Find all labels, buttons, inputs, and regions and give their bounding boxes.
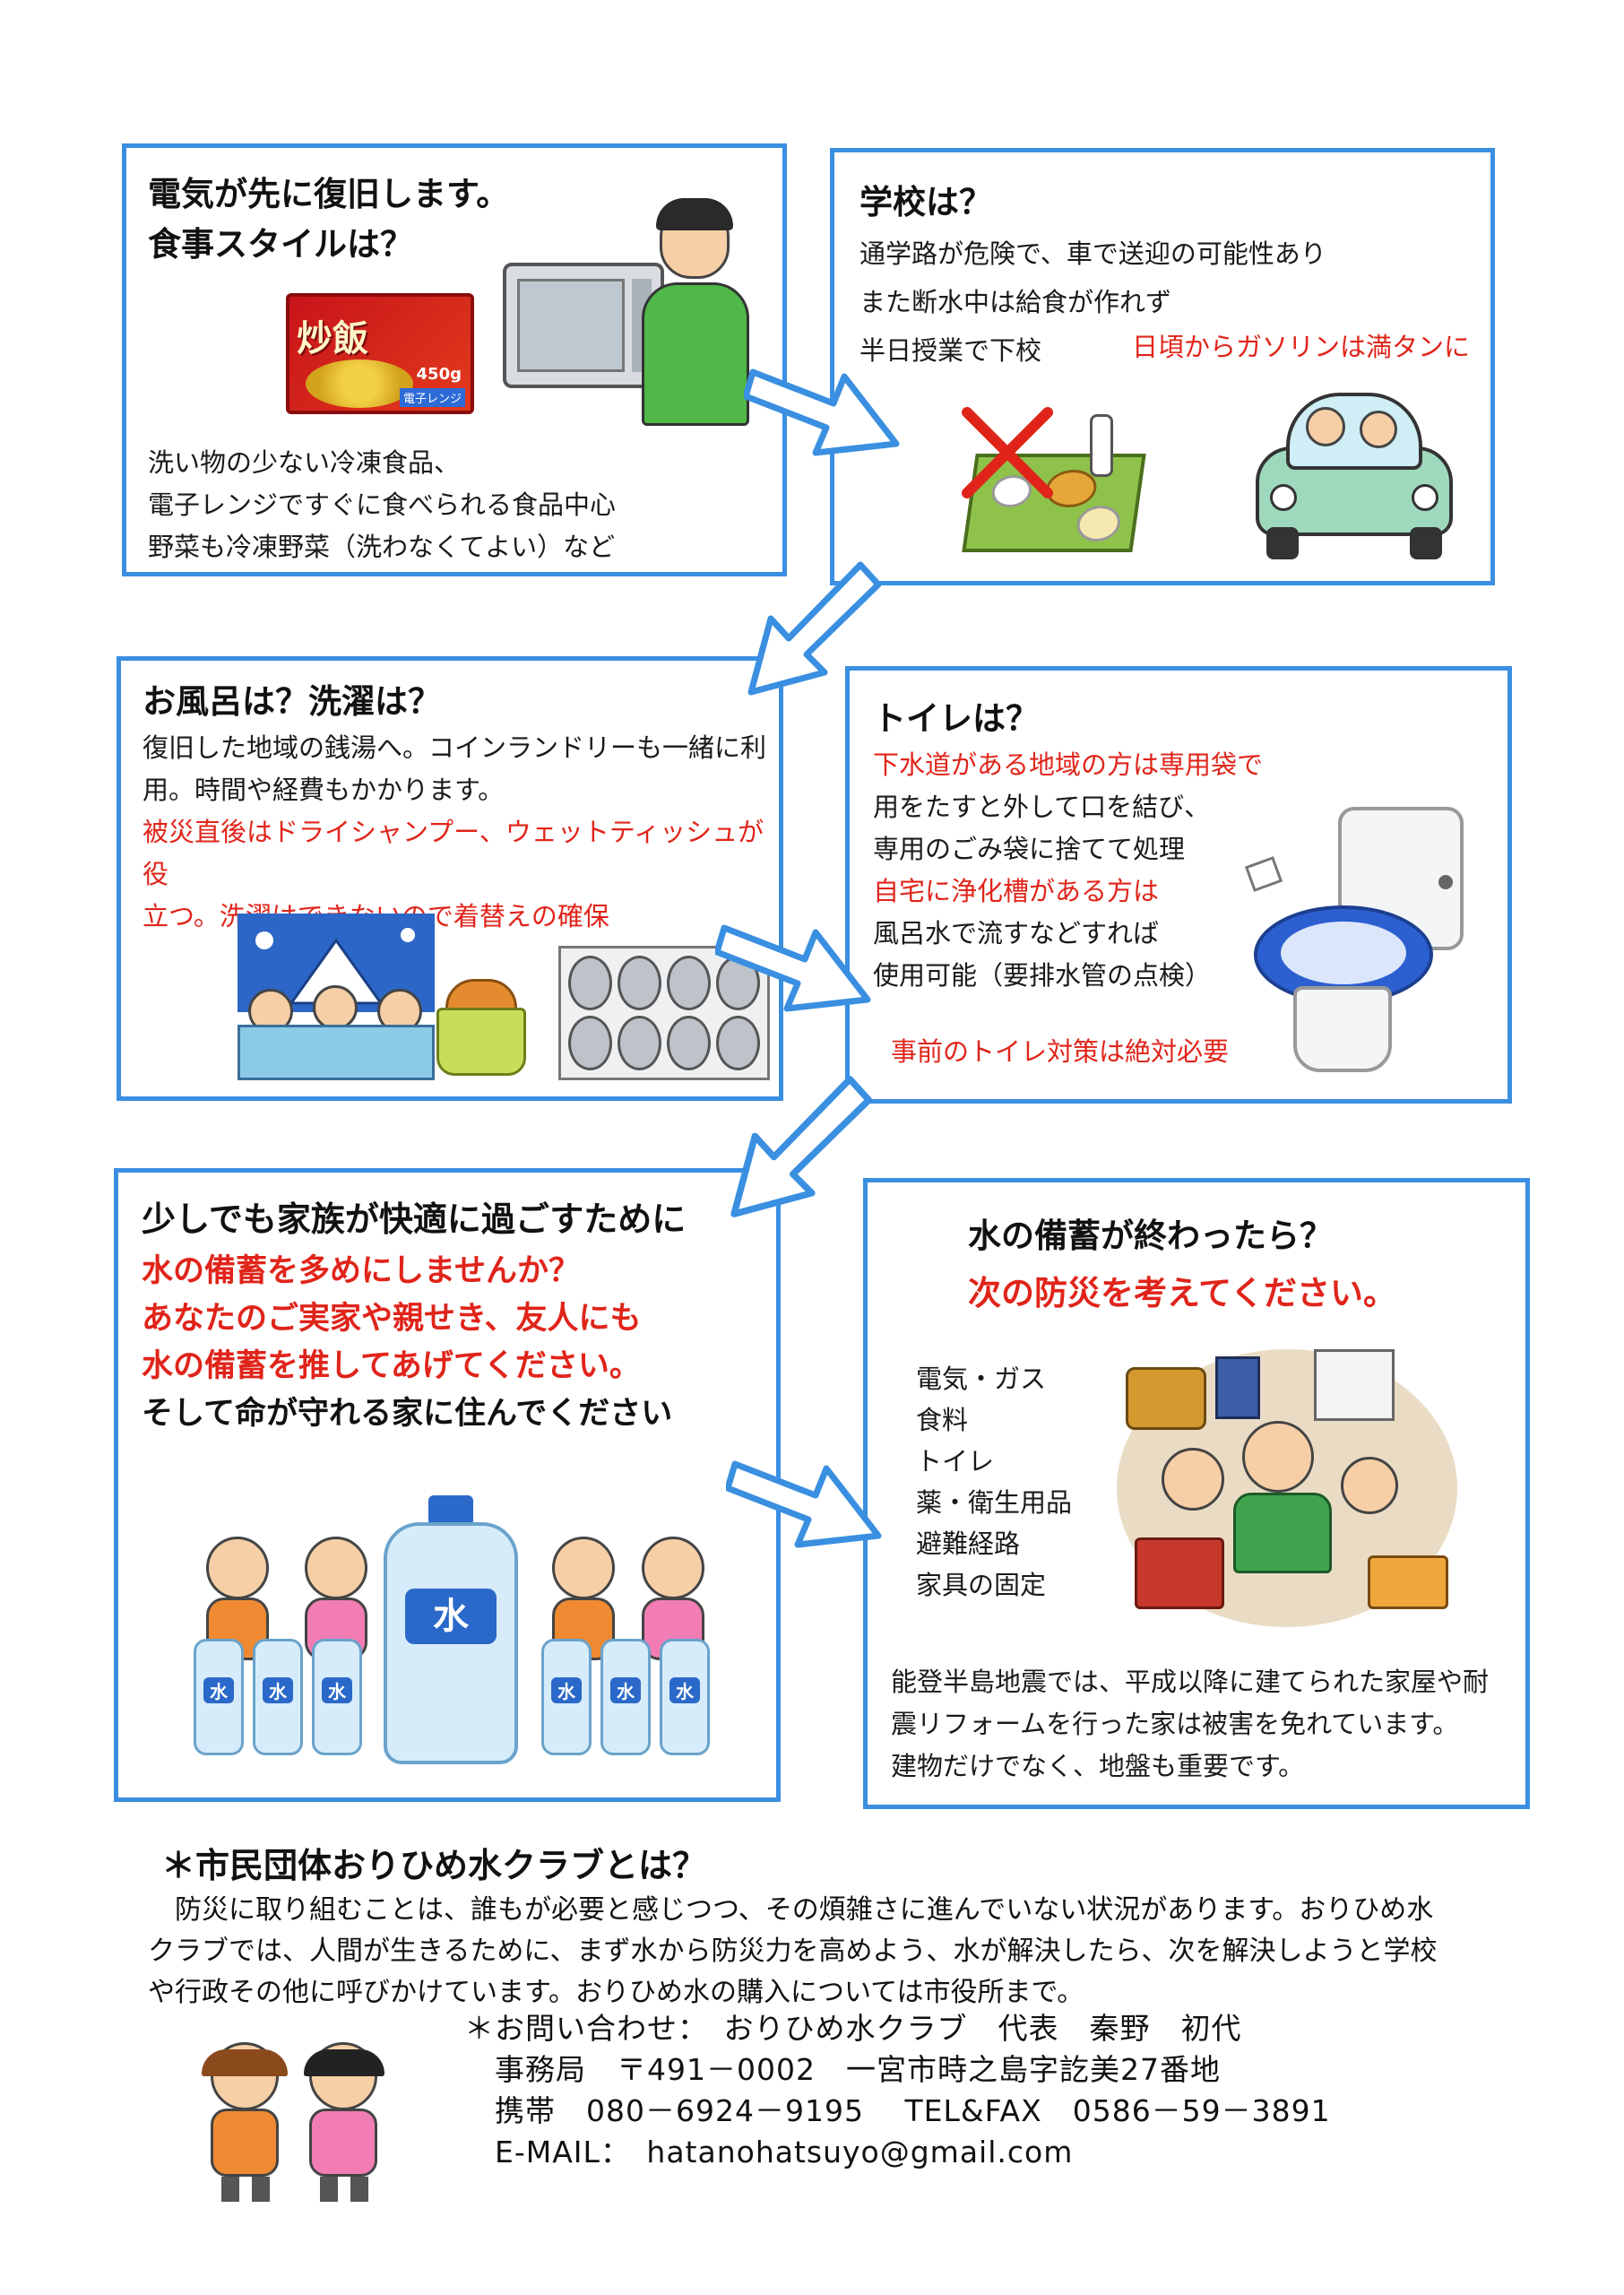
footer-body-line: クラブでは、人間が生きるために、まず水から防災力を高めよう、水が解決したら、次を… [148, 1936, 1438, 1967]
panel6-line: 建物だけでなく、地盤も重要です。 [891, 1751, 1305, 1781]
panel2-line: 通学路が危険で、車で送迎の可能性あり [860, 238, 1326, 269]
contact-email[interactable]: E-MAIL： hatanohatsuyo@gmail.com [464, 2135, 1074, 2169]
footer-body-line: 防災に取り組むことは、誰もが必要と感じつつ、その煩雑さに進んでいない状況がありま… [148, 1894, 1434, 1926]
panel2-line: 半日授業で下校 [860, 335, 1042, 366]
panel-next-disaster-prep: 水の備蓄が終わったら？ 次の防災を考えてください。 電気・ガス 食料 トイレ 薬… [863, 1178, 1530, 1809]
panel1-line: 洗い物の少ない冷凍食品、 [148, 447, 461, 478]
milk-bottle-illustration [1090, 414, 1113, 477]
panel2-line: また断水中は給食が作れず [860, 287, 1172, 317]
panel5-red-line: あなたのご実家や親せき、友人にも [142, 1301, 642, 1337]
arrow-right-icon [744, 368, 900, 456]
panel4-title: トイレは？ [873, 699, 1039, 738]
panel6-item: トイレ [916, 1446, 995, 1477]
panel-bath-laundry: お風呂は？洗濯は？ 復旧した地域の銭湯へ。コインランドリーも一緒に利 用。時間や… [117, 656, 783, 1101]
contact-line: 事務局 〒491－0002 一宮市時之島字訖美27番地 [464, 2052, 1221, 2087]
panel4-line: 風呂水で流すなどすれば [873, 918, 1160, 948]
bottle-label: 水 [263, 1677, 293, 1703]
panel-meal-style: 電気が先に復旧します。 食事スタイルは？ 炒飯 450g 電子レンジ 洗い物の少… [122, 143, 787, 576]
panel3-line: 復旧した地域の銭湯へ。コインランドリーも一緒に利 [143, 732, 767, 763]
panel4-line: 用をたすと外して口を結び、 [873, 792, 1211, 822]
panel-family-comfort: 少しでも家族が快適に過ごすために 水の備蓄を多めにしませんか？ あなたのご実家や… [114, 1168, 781, 1802]
bottle-label: 水 [551, 1677, 582, 1703]
footer-title: ＊市民団体おりひめ水クラブとは？ [161, 1846, 707, 1885]
panel4-line: 自宅に浄化槽がある方は [873, 876, 1160, 906]
toilet-illustration [1244, 807, 1473, 1076]
footer-body-line: や行政その他に呼びかけています。おりひめ水の購入については市役所まで。 [148, 1977, 1084, 2008]
arrow-right-icon [726, 1460, 882, 1548]
panel6-item: 食料 [916, 1405, 969, 1435]
panel6-item: 薬・衛生用品 [916, 1487, 1073, 1518]
bottle-label: 水 [669, 1677, 700, 1703]
panel4-line: 下水道がある地域の方は専用袋で [873, 749, 1264, 780]
panel5-title: 少しでも家族が快適に過ごすために [142, 1199, 687, 1239]
fried-rice-package-illustration: 炒飯 450g 電子レンジ [286, 293, 474, 414]
panel6-subtitle: 次の防災を考えてください。 [968, 1274, 1397, 1312]
panel5-red-line: 水の備蓄を多めにしませんか？ [142, 1253, 580, 1289]
panel-school: 学校は？ 通学路が危険で、車で送迎の可能性あり また断水中は給食が作れず 半日授… [830, 148, 1495, 585]
coin-laundry-illustration [558, 946, 770, 1080]
two-children-illustration [202, 2042, 390, 2204]
panel4-line: 使用可能（要排水管の点検） [873, 960, 1212, 991]
panel5-red-line: 水の備蓄を推してあげてください。 [142, 1348, 641, 1384]
arrow-down-left-icon [747, 561, 882, 696]
panel5-last-line: そして命が守れる家に住んでください [142, 1396, 673, 1432]
package-weight: 450g [416, 365, 462, 384]
car-illustration [1247, 384, 1462, 563]
person-illustration [633, 198, 758, 426]
cross-mark-icon [962, 407, 1053, 498]
laundry-basket-illustration [436, 979, 526, 1078]
panel6-title: 水の備蓄が終わったら？ [968, 1217, 1333, 1255]
public-bath-illustration [238, 914, 435, 1084]
big-bottle-label: 水 [405, 1589, 497, 1644]
panel4-note: 事前のトイレ対策は絶対必要 [891, 1036, 1230, 1067]
panel6-line: 震リフォームを行った家は被害を免れています。 [891, 1709, 1459, 1739]
arrow-down-left-icon [730, 1076, 873, 1217]
panel1-line: 電子レンジですぐに食べられる食品中心 [148, 489, 617, 520]
contact-line: 携帯 080－6924－9195 TEL&FAX 0586－59－3891 [464, 2093, 1331, 2128]
panel-toilet: トイレは？ 下水道がある地域の方は専用袋で 用をたすと外して口を結び、 専用のご… [845, 666, 1512, 1104]
package-note: 電子レンジ [399, 388, 465, 407]
disaster-prep-collage-illustration [1099, 1340, 1475, 1636]
panel3-title: お風呂は？洗濯は？ [143, 682, 441, 721]
panel1-title-line2: 食事スタイルは？ [148, 225, 413, 264]
bottle-label: 水 [610, 1677, 641, 1703]
bottle-label: 水 [322, 1677, 352, 1703]
arrow-right-icon [715, 924, 871, 1012]
panel2-note: 日頃からガソリンは満タンに [1132, 332, 1471, 362]
panel6-item: 電気・ガス [916, 1364, 1047, 1394]
panel1-title-line1: 電気が先に復旧します。 [148, 175, 510, 213]
panel4-line: 専用のごみ袋に捨てて処理 [873, 834, 1186, 864]
panel3-line: 用。時間や経費もかかります。 [143, 775, 505, 805]
panel6-line: 能登半島地震では、平成以降に建てられた家屋や耐 [891, 1667, 1490, 1697]
panel3-red-line: 被災直後はドライシャンプー、ウェットティッシュが役 [143, 817, 764, 889]
panel2-title: 学校は？ [860, 183, 992, 221]
panel6-item: 家具の固定 [916, 1570, 1047, 1600]
package-label: 炒飯 [297, 318, 368, 359]
water-bottles-children-illustration: 水 水 水 水 水 水 水 [194, 1495, 731, 1773]
panel6-item: 避難経路 [916, 1529, 1021, 1559]
bottle-label: 水 [203, 1677, 234, 1703]
panel1-line: 野菜も冷凍野菜（洗わなくてよい）など [148, 532, 616, 562]
contact-line: ＊お問い合わせ： おりひめ水クラブ 代表 秦野 初代 [464, 2011, 1242, 2046]
